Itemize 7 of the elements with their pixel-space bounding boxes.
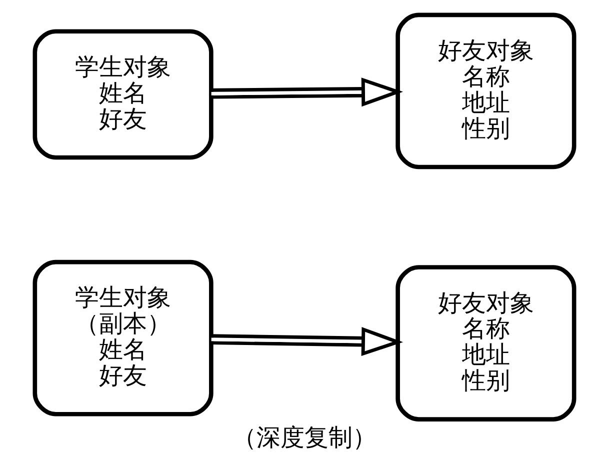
caption: （深度复制） [232,424,376,452]
node-box: 好友对象 名称 地址 性别 [395,265,576,422]
arrow [210,78,403,107]
arrow [210,326,403,356]
node-box: 好友对象 名称 地址 性别 [395,12,576,170]
node-box: 学生对象 （副本） 姓名 好友 [32,260,213,416]
node-box: 学生对象 姓名 好友 [32,29,213,160]
